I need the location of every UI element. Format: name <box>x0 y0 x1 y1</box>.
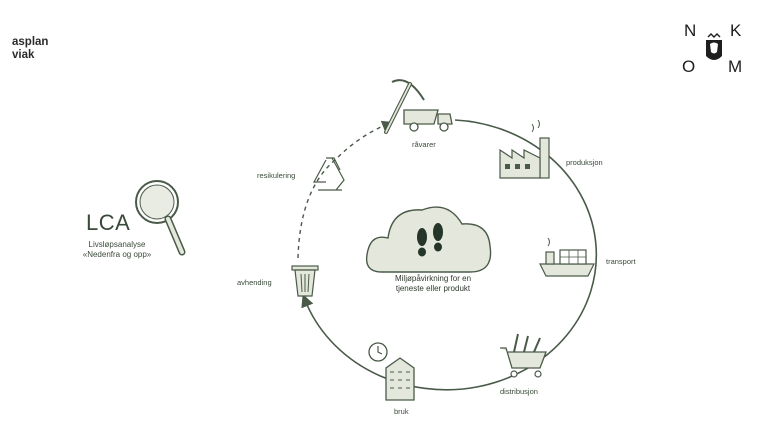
logo-letter-o: O <box>682 57 695 76</box>
stage-label-bruk: bruk <box>394 407 409 416</box>
lca-title: LCA <box>86 210 131 235</box>
clock-building-icon <box>368 342 415 401</box>
pickaxe-icon <box>384 79 425 134</box>
logo-letter-k: K <box>730 21 742 40</box>
center-caption-line1: Miljøpåvirkning for en <box>394 274 472 283</box>
center-caption: Miljøpåvirkning for en tjeneste eller pr… <box>373 274 493 294</box>
stage-label-distribusjon: distribusjon <box>500 387 538 396</box>
stage-label-ravarer: råvarer <box>412 140 436 149</box>
cycle-arc-dashed <box>297 120 394 259</box>
brand-line1: asplan <box>12 36 49 48</box>
shopping-cart-icon <box>500 333 547 378</box>
logo-letter-m: M <box>728 57 742 76</box>
asplan-viak-logo: asplan viak <box>12 36 48 62</box>
lca-subtitle-line2: «Nedenfra og opp» <box>82 250 152 259</box>
recycle-icon <box>312 157 345 191</box>
footprints-icon <box>417 223 443 257</box>
dump-truck-icon <box>403 109 453 132</box>
center-caption-line2: tjeneste eller produkt <box>395 284 471 293</box>
magnifier-icon <box>135 180 186 256</box>
lca-subtitle: Livsløpsanalyse «Nedenfra og opp» <box>62 240 172 260</box>
stage-label-transport: transport <box>606 257 636 266</box>
brand-line2: viak <box>12 49 35 61</box>
cargo-ship-icon <box>539 237 595 277</box>
trash-bin-icon <box>291 265 319 297</box>
cloud-icon <box>365 206 492 273</box>
stage-label-avhending: avhending <box>237 278 272 287</box>
logo-letter-n: N <box>684 21 696 40</box>
factory-icon <box>499 119 550 179</box>
lion-emblem-icon <box>706 33 722 60</box>
lca-subtitle-line1: Livsløpsanalyse <box>88 240 146 249</box>
stage-label-produksjon: produksjon <box>566 158 603 167</box>
nkom-logo: N K O M <box>682 21 742 76</box>
stage-label-resikulering: resikulering <box>257 171 296 180</box>
